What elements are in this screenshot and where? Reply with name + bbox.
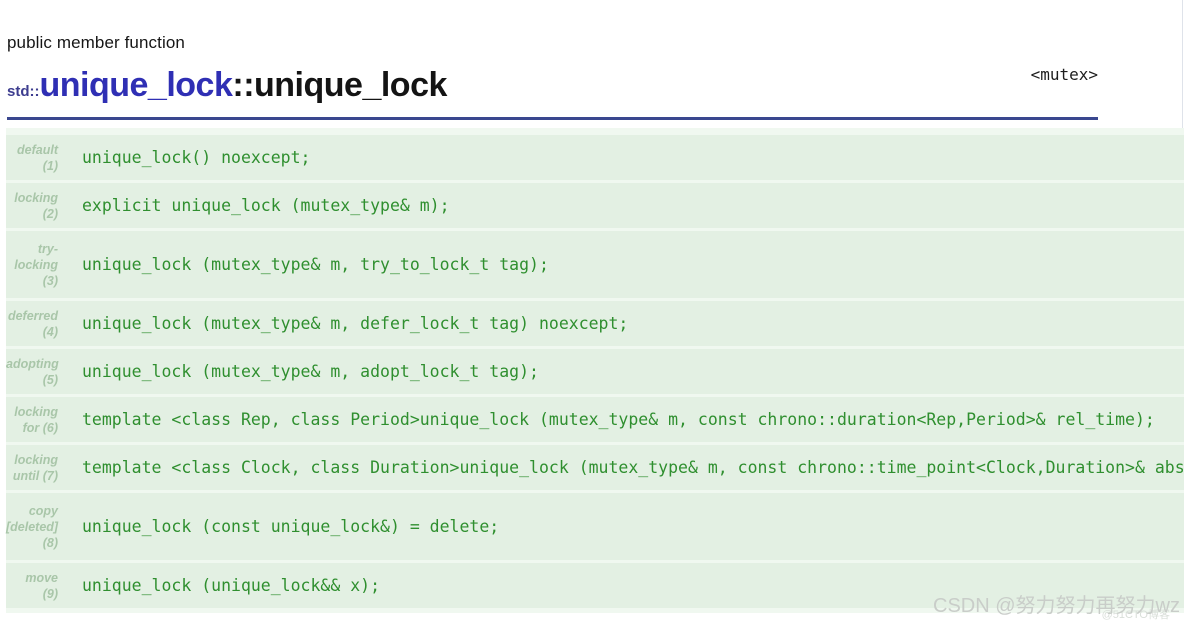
overload-label: deferred (4) <box>7 308 58 339</box>
table-row: locking (2) explicit unique_lock (mutex_… <box>6 183 1184 228</box>
overload-label: move (9) <box>25 570 58 601</box>
content-edge-line <box>1182 0 1183 128</box>
declaration-table: default (1) unique_lock() noexcept; lock… <box>6 128 1184 613</box>
member-kind-label: public member function <box>7 33 185 52</box>
overload-code: template <class Clock, class Duration>un… <box>82 458 1184 477</box>
overload-label: locking until (7) <box>12 452 58 483</box>
table-row: locking until (7) template <class Clock,… <box>6 445 1184 490</box>
table-row: copy [deleted] (8) unique_lock (const un… <box>6 493 1184 560</box>
overload-code: unique_lock (mutex_type& m, adopt_lock_t… <box>82 362 539 381</box>
title-class-link[interactable]: unique_lock <box>39 66 233 104</box>
watermark-secondary: @51CTO博客 <box>1101 609 1170 621</box>
title-member-name: ::unique_lock <box>232 66 447 104</box>
table-row: move (9) unique_lock (unique_lock&& x); <box>6 563 1184 608</box>
table-row: adopting (5) unique_lock (mutex_type& m,… <box>6 349 1184 394</box>
overload-label: locking for (6) <box>14 404 58 435</box>
table-row: locking for (6) template <class Rep, cla… <box>6 397 1184 442</box>
overload-label: locking (2) <box>14 190 58 221</box>
title-divider <box>7 117 1098 120</box>
overload-code: unique_lock (mutex_type& m, try_to_lock_… <box>82 255 549 274</box>
overload-label: copy [deleted] (8) <box>6 503 59 550</box>
watermark-main: CSDN @努力努力再努力wz <box>933 595 1180 617</box>
overload-code: unique_lock (mutex_type& m, defer_lock_t… <box>82 314 629 333</box>
overload-code: explicit unique_lock (mutex_type& m); <box>82 196 450 215</box>
overload-label: adopting (5) <box>6 356 59 387</box>
overload-code: unique_lock() noexcept; <box>82 148 311 167</box>
table-row: deferred (4) unique_lock (mutex_type& m,… <box>6 301 1184 346</box>
page-title: std::unique_lock::unique_lock <box>7 63 447 114</box>
overload-code: unique_lock (unique_lock&& x); <box>82 576 381 595</box>
overload-code: unique_lock (const unique_lock&) = delet… <box>82 517 500 536</box>
overload-code: template <class Rep, class Period>unique… <box>82 410 1155 429</box>
overload-label: try- locking (3) <box>14 241 58 288</box>
title-namespace-prefix: std:: <box>7 83 40 100</box>
table-row: try- locking (3) unique_lock (mutex_type… <box>6 231 1184 298</box>
table-row: default (1) unique_lock() noexcept; <box>6 135 1184 180</box>
overload-label: default (1) <box>17 142 58 173</box>
header-include-link[interactable]: <mutex> <box>1030 65 1098 84</box>
